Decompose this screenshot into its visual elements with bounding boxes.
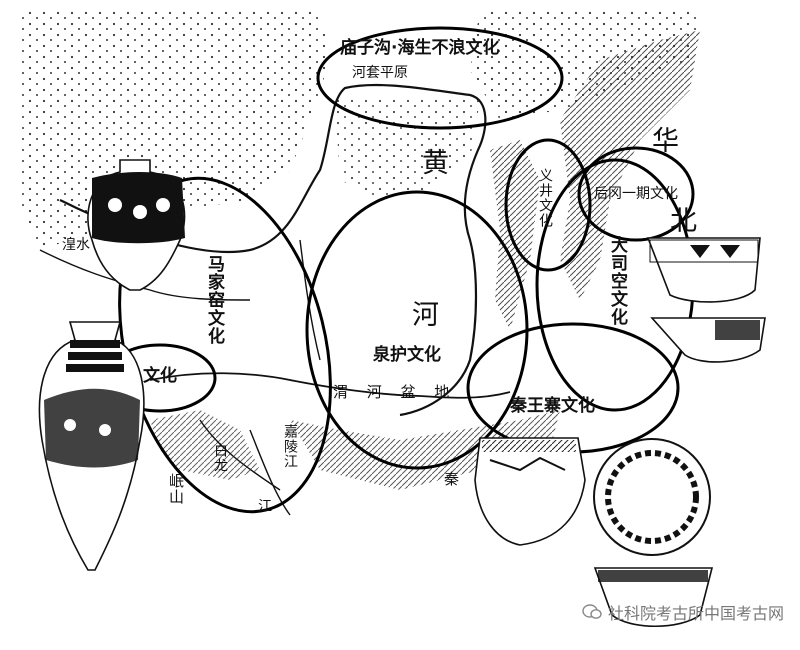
label-huangshui: 湟水 (62, 237, 90, 253)
label-huang: 黄 (422, 148, 449, 179)
river-huangshui (39, 249, 251, 301)
mountain-west (150, 410, 260, 480)
label-yijing: 义井文化 (537, 168, 553, 228)
wechat-icon (582, 604, 602, 619)
region-yijing (504, 138, 592, 272)
pottery-amphora (38, 321, 145, 571)
label-qinwangzhai: 秦王寨文化 (510, 396, 595, 416)
label-bailong: 白龙 (212, 443, 228, 473)
watermark-text: 社科院考古所中国考古网 (607, 604, 784, 623)
region-houang (577, 146, 695, 242)
watermark: 社科院考古所中国考古网 (582, 600, 784, 624)
region-qinwangzhai (466, 322, 680, 454)
label-hua: 华 (652, 126, 679, 157)
wei-river (149, 372, 511, 399)
label-jialing: 嘉陵江 (282, 424, 298, 469)
pottery-bowl-1 (646, 237, 761, 303)
mountain-taihang (560, 30, 700, 300)
yellow-river (59, 83, 487, 417)
label-houang: 后冈一期文化 (594, 186, 678, 202)
label-qin: 秦 (444, 470, 460, 488)
label-hetao: 河套平原 (352, 65, 408, 81)
label-minshan: 岷山 (167, 473, 185, 505)
label-wei-river: 渭 河 盆 地 (333, 383, 450, 401)
label-miaozigou: 庙子沟·海生不浪文化 (340, 38, 500, 58)
dotted-ordos (335, 100, 480, 200)
mountain-lvliang (490, 140, 540, 330)
label-jiang: 江 (258, 499, 272, 515)
river-tributary-3 (249, 429, 291, 516)
label-quanhu: 泉护文化 (373, 345, 441, 365)
pottery-bowl-2 (650, 317, 766, 363)
pottery-jar-majiayao (87, 159, 186, 291)
region-miaozigou (316, 26, 564, 130)
label-majiayao: 马家窑文化 (204, 255, 224, 345)
dotted-plateau-east (470, 10, 700, 120)
label-he: 河 (412, 300, 439, 331)
pottery-qinwangzhai-jar (474, 437, 586, 546)
pottery-ring-bowl (593, 438, 714, 628)
label-dasikong: 大司空文化 (607, 236, 627, 326)
label-yangshao-left: 文化 (143, 366, 177, 386)
label-bei: 北 (670, 206, 697, 237)
